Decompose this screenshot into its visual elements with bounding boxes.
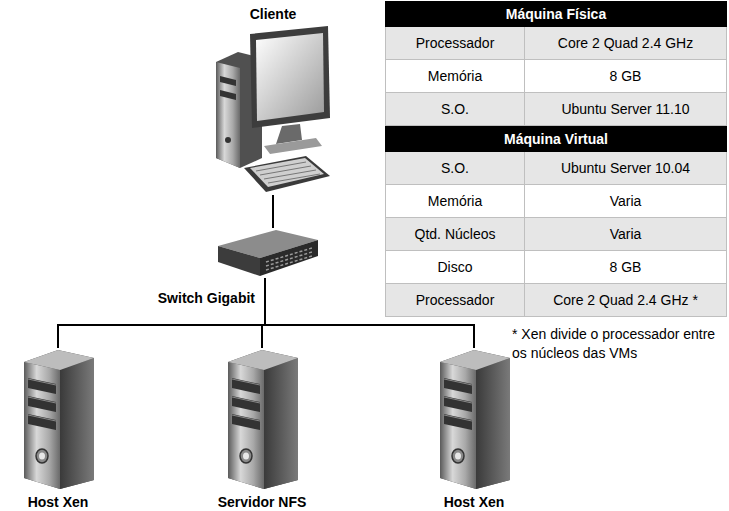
table-cell: Qtd. Núcleos <box>385 218 525 251</box>
device-label: Servidor NFS <box>218 494 307 511</box>
table-header: Máquina Física <box>385 1 727 27</box>
table-cell: Varia <box>525 185 727 218</box>
server-node: Servidor NFS <box>222 348 302 490</box>
table-cell: Ubuntu Server 10.04 <box>525 152 727 185</box>
footnote: * Xen divide o processador entre os núcl… <box>512 325 724 363</box>
device-label: Switch Gigabit <box>158 290 255 307</box>
table-cell: Processador <box>385 27 525 60</box>
nfs-server-icon <box>228 350 298 489</box>
table-cell: S.O. <box>385 152 525 185</box>
table-cell: Processador <box>385 284 525 317</box>
table-cell: Memória <box>385 185 525 218</box>
table-cell: 8 GB <box>525 60 727 93</box>
host-node: Host Xen <box>434 348 514 490</box>
table-cell: 8 GB <box>525 251 727 284</box>
xen-host-icon <box>440 350 510 489</box>
client-node: Cliente <box>212 30 334 195</box>
table-cell: Memória <box>385 60 525 93</box>
table-cell: S.O. <box>385 93 525 126</box>
table-cell: Varia <box>525 218 727 251</box>
device-label: Host Xen <box>28 494 89 511</box>
gigabit-switch <box>218 230 318 276</box>
switch-node: Switch Gigabit <box>215 228 315 278</box>
device-label: Host Xen <box>444 494 505 511</box>
table-cell: Core 2 Quad 2.4 GHz * <box>525 284 727 317</box>
client-computer <box>216 26 330 192</box>
table-cell: Core 2 Quad 2.4 GHz <box>525 27 727 60</box>
table-cell: Disco <box>385 251 525 284</box>
xen-host-icon <box>24 350 94 489</box>
network-cable <box>58 278 265 348</box>
network-cable <box>272 195 274 228</box>
table-header: Máquina Virtual <box>385 126 727 152</box>
device-label: Cliente <box>250 6 297 23</box>
table-cell: Ubuntu Server 11.10 <box>525 93 727 126</box>
host-node: Host Xen <box>18 348 98 490</box>
